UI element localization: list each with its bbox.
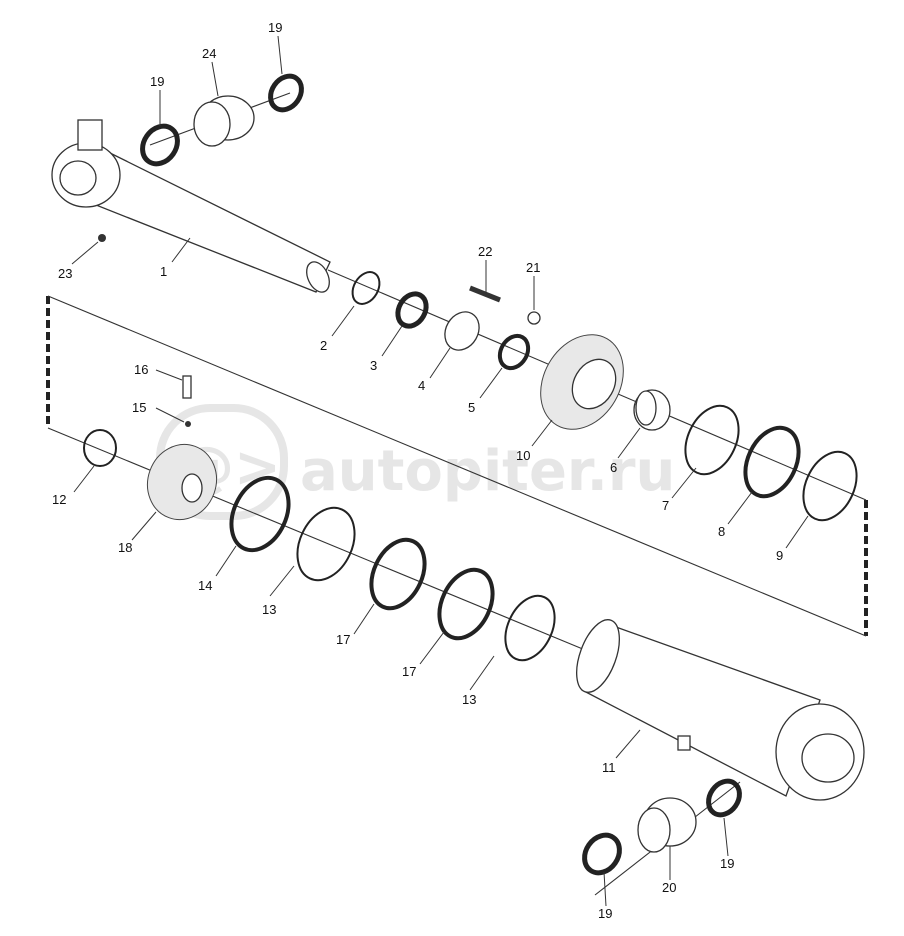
grease-nipple-23 bbox=[98, 234, 106, 242]
callout-4: 4 bbox=[418, 378, 425, 393]
cylinder-head-10 bbox=[540, 334, 624, 430]
callout-10: 10 bbox=[516, 448, 530, 463]
wear-ring-13-b bbox=[504, 594, 556, 662]
callout-16: 16 bbox=[134, 362, 148, 377]
callout-21: 21 bbox=[526, 260, 540, 275]
seal-17-b bbox=[437, 567, 495, 641]
o-ring-5 bbox=[497, 333, 531, 371]
set-screw-16 bbox=[182, 375, 192, 399]
ring-12 bbox=[83, 429, 117, 467]
seal-17-a bbox=[369, 537, 427, 611]
seal-ring-19-c bbox=[706, 778, 742, 818]
callout-19a: 19 bbox=[150, 74, 164, 89]
callout-12: 12 bbox=[52, 492, 66, 507]
callout-19c: 19 bbox=[720, 856, 734, 871]
callout-13b: 13 bbox=[462, 692, 476, 707]
bolt-22 bbox=[469, 285, 501, 303]
callout-17a: 17 bbox=[336, 632, 350, 647]
ring-7 bbox=[684, 404, 740, 476]
callout-8: 8 bbox=[718, 524, 725, 539]
callout-18: 18 bbox=[118, 540, 132, 555]
rod-eye-bushing bbox=[193, 95, 255, 147]
callout-15: 15 bbox=[132, 400, 146, 415]
callout-11: 11 bbox=[602, 760, 616, 775]
snap-ring-2 bbox=[351, 271, 381, 305]
seal-ring-19-b bbox=[268, 73, 304, 113]
callout-1: 1 bbox=[160, 264, 167, 279]
callout-20: 20 bbox=[662, 880, 676, 895]
dashed-bracket bbox=[46, 295, 868, 637]
wear-ring-13-a bbox=[296, 506, 356, 582]
ring-8 bbox=[743, 425, 801, 499]
callout-3: 3 bbox=[370, 358, 377, 373]
callout-23: 23 bbox=[58, 266, 72, 281]
callout-22: 22 bbox=[478, 244, 492, 259]
seal-3 bbox=[395, 291, 429, 329]
ball-15 bbox=[185, 421, 191, 427]
seal-4 bbox=[444, 311, 480, 351]
leader-lines bbox=[71, 35, 809, 907]
callout-5: 5 bbox=[468, 400, 475, 415]
seal-ring-19-a bbox=[140, 123, 180, 167]
ring-9 bbox=[802, 450, 858, 522]
cylinder-tube-11 bbox=[576, 619, 865, 801]
callout-17b: 17 bbox=[402, 664, 416, 679]
callout-24: 24 bbox=[202, 46, 216, 61]
callout-13a: 13 bbox=[262, 602, 276, 617]
lower-axis bbox=[47, 427, 591, 653]
ring-14 bbox=[229, 475, 291, 553]
callout-9: 9 bbox=[776, 548, 783, 563]
piston-rod bbox=[51, 119, 331, 293]
bushing-6 bbox=[633, 389, 671, 431]
seal-ring-19-d bbox=[582, 832, 622, 876]
callout-6: 6 bbox=[610, 460, 617, 475]
piston-18 bbox=[147, 443, 217, 521]
callout-19b: 19 bbox=[268, 20, 282, 35]
callout-14: 14 bbox=[198, 578, 212, 593]
washer-21 bbox=[527, 311, 541, 325]
callout-2: 2 bbox=[320, 338, 327, 353]
callout-19d: 19 bbox=[598, 906, 612, 921]
callout-7: 7 bbox=[662, 498, 669, 513]
callout-labels: 1 2 3 4 5 6 7 8 9 10 11 12 13 13 14 15 1… bbox=[52, 20, 783, 921]
tube-eye-bushing-20 bbox=[637, 797, 697, 853]
watermark-text: autopiter.ru bbox=[300, 439, 675, 504]
